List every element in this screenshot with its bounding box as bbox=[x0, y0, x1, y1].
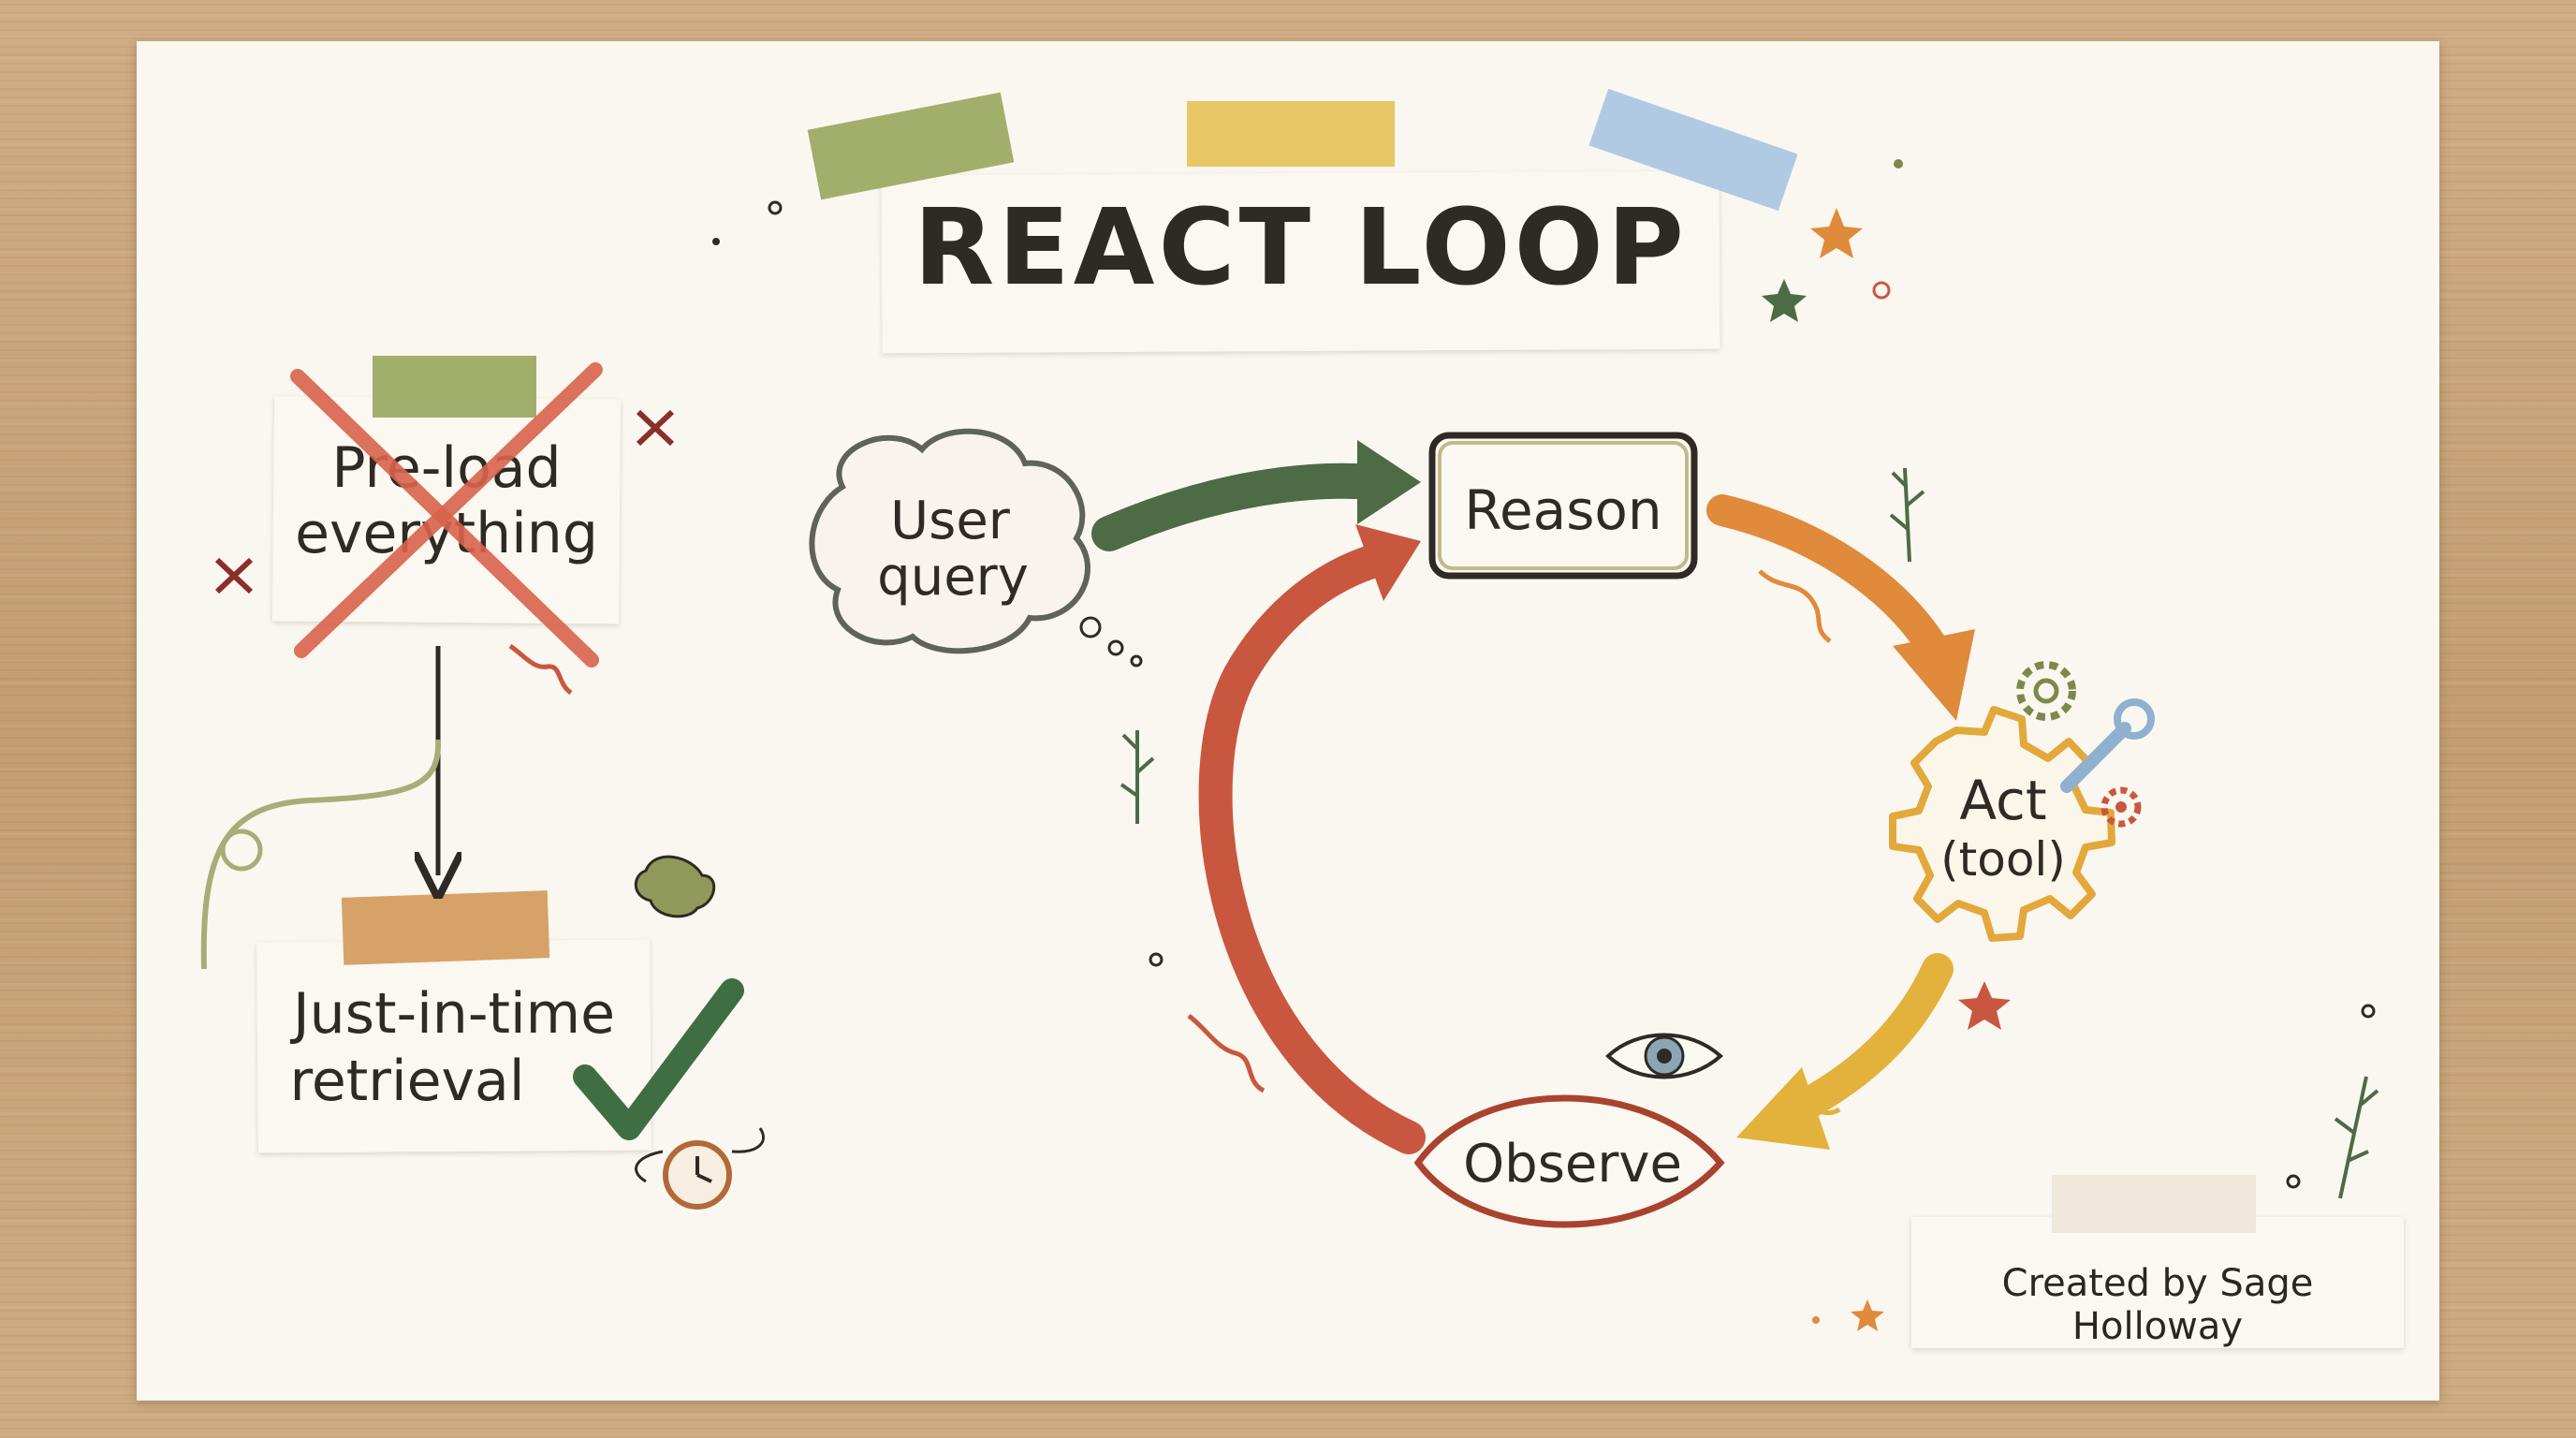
preferred-label-line2: retrieval bbox=[289, 1049, 525, 1114]
dot-decorations bbox=[712, 159, 2376, 1324]
observe-to-reason-arrow bbox=[1198, 524, 1426, 1154]
thought-dots bbox=[1079, 616, 1143, 668]
tape-yellow bbox=[1187, 101, 1395, 167]
observe-label: Observe bbox=[1463, 1134, 1682, 1195]
star-icon-small bbox=[1851, 1299, 1884, 1331]
squiggle-decorations bbox=[508, 569, 1841, 1122]
user-query-label-line1: User bbox=[890, 491, 1011, 551]
checkmark-icon bbox=[573, 978, 744, 1140]
credit-text: Created by Sage Holloway bbox=[2001, 1262, 2314, 1348]
credit-note bbox=[1911, 1217, 2404, 1348]
star-icon-red bbox=[1958, 981, 2011, 1030]
leaf-sprig-icon bbox=[1120, 467, 2379, 1199]
observe-shape bbox=[1413, 1094, 1725, 1228]
wrench-icon bbox=[2060, 698, 2155, 793]
reason-label: Reason bbox=[1464, 478, 1661, 542]
preferred-label-line1: Just-in-time bbox=[292, 981, 616, 1047]
reason-box bbox=[1428, 432, 1698, 580]
transition-arrow bbox=[200, 646, 438, 970]
query-to-reason-arrow bbox=[1091, 440, 1421, 551]
flying-clock-icon bbox=[635, 1127, 765, 1210]
user-query-bubble bbox=[809, 428, 1090, 654]
act-to-observe-arrow bbox=[1736, 953, 1954, 1150]
reason-to-act-arrow bbox=[1706, 494, 1975, 721]
act-label-line1: Act bbox=[1959, 769, 2046, 832]
gear-icon bbox=[2016, 661, 2076, 721]
act-label-line2: (tool) bbox=[1940, 832, 2066, 887]
page-title: REACT LOOP bbox=[914, 187, 1688, 309]
cross-mark-icons bbox=[214, 409, 675, 594]
eye-icon bbox=[1605, 1033, 1723, 1079]
star-icon-green bbox=[1762, 279, 1807, 322]
star-icon-orange bbox=[1810, 208, 1863, 258]
rejected-cross-icon bbox=[290, 362, 603, 668]
user-query-label-line2: query bbox=[877, 547, 1029, 608]
small-gear-icon bbox=[2100, 786, 2142, 828]
tape-white bbox=[2052, 1175, 2256, 1233]
paint-blob-icon bbox=[634, 855, 716, 918]
act-gear bbox=[1889, 706, 2115, 942]
tape-green-small bbox=[373, 356, 536, 418]
